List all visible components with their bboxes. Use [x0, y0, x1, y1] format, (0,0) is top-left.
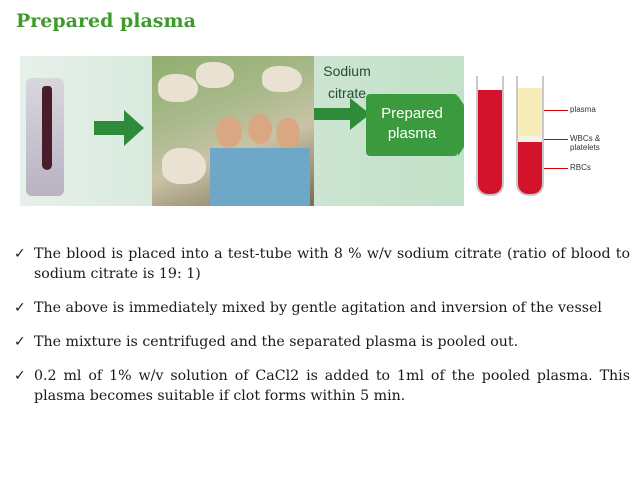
list-item: ✓ The mixture is centrifuged and the sep… [14, 334, 519, 350]
slide-title: Prepared plasma [16, 10, 196, 32]
list-item: ✓ The blood is placed into a test-tube w… [14, 246, 630, 282]
separated-blood-tube [516, 76, 544, 196]
procedure-list: ✓ The blood is placed into a test-tube w… [14, 244, 630, 420]
check-icon: ✓ [14, 334, 26, 350]
check-icon: ✓ [14, 246, 26, 262]
plasma-label: plasma [570, 105, 596, 114]
blood-sample-tube [42, 86, 52, 170]
people-and-sheep-photo [152, 56, 314, 206]
wbc-platelets-label: WBCs & platelets [570, 134, 601, 152]
whole-blood-tube [476, 76, 504, 196]
rbc-label: RBCs [570, 163, 591, 172]
tubes-panel: plasma WBCs & platelets RBCs [464, 56, 632, 206]
list-item: ✓ The above is immediately mixed by gent… [14, 300, 602, 316]
check-icon: ✓ [14, 368, 26, 384]
check-icon: ✓ [14, 300, 26, 316]
sodium-citrate-label: Sodium citrate [323, 63, 371, 101]
list-item: ✓ 0.2 ml of 1% w/v solution of CaCl2 is … [14, 368, 630, 404]
process-figure: Sodium citrate Prepared plasma plasma WB… [20, 56, 632, 206]
prepared-plasma-box: Prepared plasma [366, 94, 458, 156]
